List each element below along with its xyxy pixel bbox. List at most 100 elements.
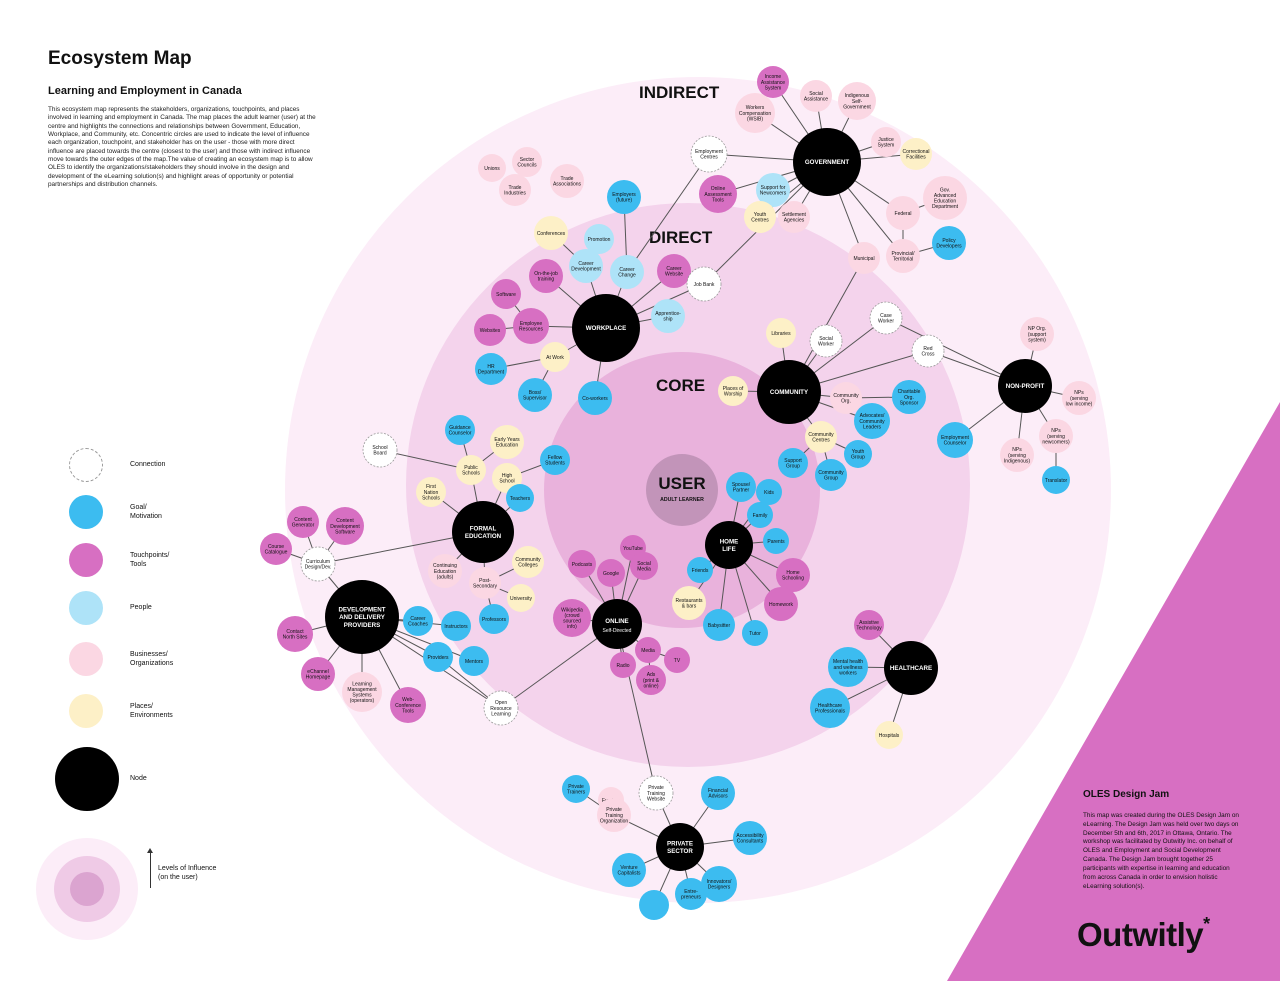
node-label-hospitals: Hospitals bbox=[879, 733, 900, 739]
node-label-tv: TV bbox=[674, 658, 681, 664]
legend-swatch-business bbox=[69, 642, 103, 676]
node-label-entrepreneurs: Entre-preneurs bbox=[681, 889, 701, 901]
hub-nonprofit: NON-PROFIT bbox=[998, 359, 1052, 413]
node-software: Software bbox=[491, 279, 521, 309]
node-spouse: Spouse/Partner bbox=[726, 472, 756, 502]
levels-of-influence-label: Levels of Influence (on the user) bbox=[158, 865, 217, 882]
node-label-post-secondary: Post-Secondary bbox=[473, 578, 497, 590]
ring-label-direct: DIRECT bbox=[649, 228, 713, 247]
legend-item-people: People bbox=[55, 588, 295, 628]
node-radio: Radio bbox=[610, 652, 636, 678]
node-entrepreneurs: Entre-preneurs bbox=[675, 878, 707, 910]
node-label-family: Family bbox=[753, 513, 768, 519]
node-label-homework: Homework bbox=[769, 602, 793, 608]
node-label-teachers: Teachers bbox=[510, 496, 531, 502]
legend-item-touchpoint: Touchpoints/ Tools bbox=[55, 540, 295, 580]
node-promotion: Promotion bbox=[584, 224, 614, 254]
legend-item-node: Node bbox=[55, 747, 295, 811]
node-label-mentors: Mentors bbox=[465, 659, 484, 665]
ring-label-core: CORE bbox=[656, 376, 705, 395]
node-label-translator: Translator bbox=[1045, 478, 1068, 484]
node-restaurants: Restaurants& bars bbox=[672, 586, 706, 620]
hub-label-community: COMMUNITY bbox=[770, 389, 809, 396]
node-tv: TV bbox=[664, 647, 690, 673]
node-label-friends: Friends bbox=[692, 568, 709, 574]
hub-workplace: WORKPLACE bbox=[572, 294, 640, 362]
node-apprenticeship: Apprentice-ship bbox=[651, 299, 685, 333]
legend-label-place: Places/ Environments bbox=[130, 702, 173, 719]
legend-label-connection: Connection bbox=[130, 461, 166, 469]
outwitly-logo: Outwitly* bbox=[1077, 914, 1210, 953]
legend-swatch-goal bbox=[69, 495, 103, 529]
hub-community: COMMUNITY bbox=[757, 360, 821, 424]
node-parents: Parents bbox=[763, 528, 789, 554]
node-unions: Unions bbox=[478, 154, 506, 182]
node-kids: Kids bbox=[756, 479, 782, 505]
hub-label-online: ONLINE bbox=[605, 618, 628, 625]
node-coworkers: Co-workers bbox=[578, 381, 612, 415]
node-employers: Employers(future) bbox=[607, 180, 641, 214]
node-label-restaurants: Restaurants& bars bbox=[676, 598, 703, 610]
node-hospitals: Hospitals bbox=[875, 721, 903, 749]
node-label-employers: Employers(future) bbox=[612, 192, 636, 204]
legend-label-business: Businesses/ Organizations bbox=[130, 650, 174, 667]
map-description: This ecosystem map represents the stakeh… bbox=[48, 106, 316, 188]
node-post-secondary: Post-Secondary bbox=[469, 567, 501, 599]
node-label-conferences: Conferences bbox=[537, 231, 566, 237]
node-label-professors: Professors bbox=[482, 617, 506, 623]
node-label-youtube: YouTube bbox=[623, 546, 643, 552]
